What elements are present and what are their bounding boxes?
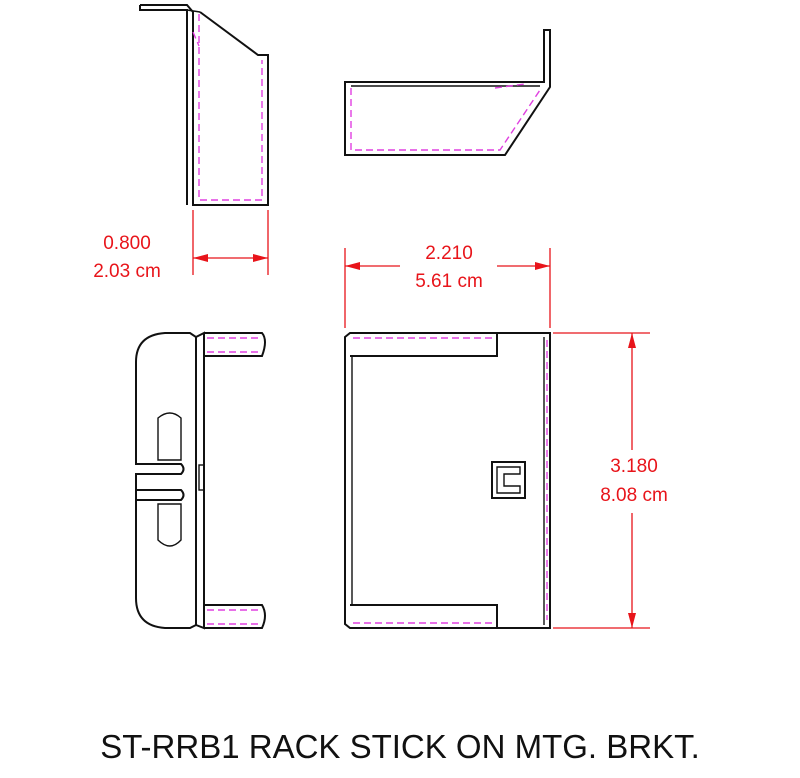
top-profile-view: [344, 29, 551, 156]
height-cm-label: 8.08 cm: [600, 485, 668, 506]
height-inches-label: 3.180: [610, 456, 658, 477]
drawing-caption: ST-RRB1 RACK STICK ON MTG. BRKT.: [100, 728, 700, 765]
depth-dimension: [192, 210, 269, 275]
depth-inches-label: 0.800: [103, 233, 151, 254]
width-cm-label: 5.61 cm: [415, 271, 483, 292]
front-view: [344, 332, 551, 629]
height-dimension: [553, 332, 650, 629]
width-dimension: [344, 248, 551, 328]
width-inches-label: 2.210: [425, 243, 473, 264]
side-profile-view: [139, 4, 269, 206]
side-slotted-view: [135, 331, 266, 630]
depth-cm-label: 2.03 cm: [93, 261, 161, 282]
